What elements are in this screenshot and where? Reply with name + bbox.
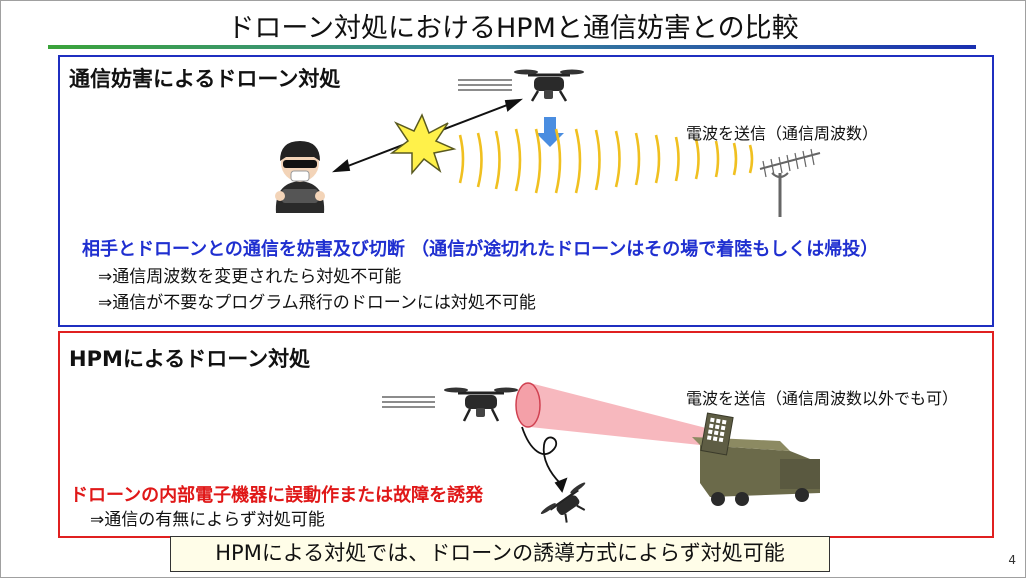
operator-icon [275, 141, 325, 213]
drone-icon [444, 387, 518, 422]
hpm-panel: HPMによるドローン対処 [58, 331, 994, 538]
falling-path [521, 426, 568, 493]
motion-lines [458, 79, 512, 91]
jamming-heading: 通信妨害によるドローン対処 [69, 67, 341, 91]
title-underline [48, 45, 976, 49]
jamming-effect: 相手とドローンとの通信を妨害及び切断 （通信が途切れたドローンはその場で着陸もし… [82, 239, 879, 260]
hpm-beam [515, 382, 710, 445]
jamming-illustration [275, 69, 821, 217]
hpm-illustration [382, 382, 820, 523]
hpm-effect: ドローンの内部電子機器に誤動作または故障を誘発 [70, 485, 484, 506]
hpm-wave-label: 電波を送信（通信周波数以外でも可） [686, 389, 959, 408]
page-number: 4 [1008, 553, 1016, 567]
jamming-result-1: ⇒通信周波数を変更されたら対処不可能 [98, 267, 402, 287]
slide-title: ドローン対処におけるHPMと通信妨害との比較 [227, 13, 799, 44]
drone-icon [514, 69, 584, 102]
hpm-vehicle-icon [692, 412, 820, 506]
jamming-panel: 通信妨害によるドローン対処 [58, 55, 994, 327]
antenna-icon [759, 148, 821, 217]
radio-wave-arcs [458, 128, 754, 194]
jamming-wave-label: 電波を送信（通信周波数） [686, 124, 879, 143]
hpm-heading: HPMによるドローン対処 [69, 347, 311, 371]
motion-lines [382, 396, 435, 408]
drone-icon [540, 482, 586, 523]
hpm-result-1: ⇒通信の有無によらず対処可能 [90, 510, 325, 530]
conclusion-box: HPMによる対処では、ドローンの誘導方式によらず対処可能 [170, 536, 830, 572]
jamming-result-2: ⇒通信が不要なプログラム飛行のドローンには対処不可能 [98, 293, 536, 313]
jamming-burst-icon [389, 113, 457, 176]
